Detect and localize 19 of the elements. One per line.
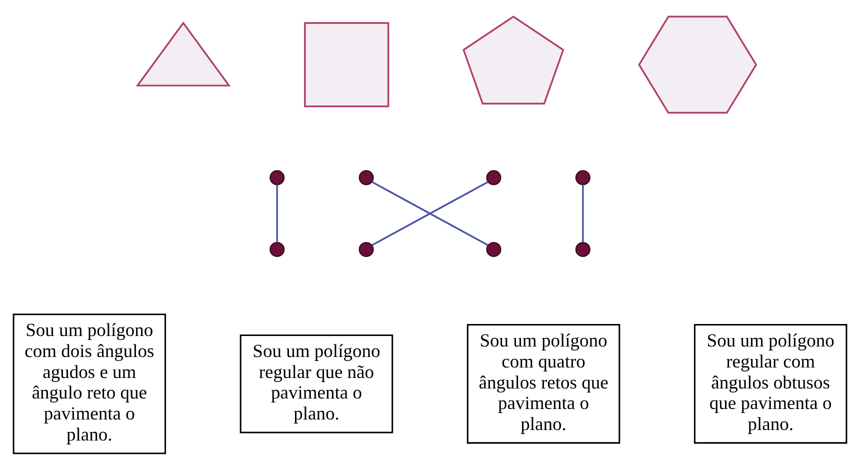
node-box: Sou um polígono com dois ângulos agudos e um ângulo reto que pavimenta o plano.: [12, 314, 166, 454]
node-hexagon: [638, 16, 758, 114]
node-circle: [575, 242, 590, 257]
node-circle: [358, 170, 374, 186]
connector: [276, 184, 278, 242]
node-square: [304, 22, 390, 108]
node-circle: [358, 242, 374, 257]
node-box: Sou um polígono regular com ângulos obtusos que pavimenta o plano.: [694, 324, 848, 444]
connector: [582, 184, 584, 242]
node-circle: [270, 242, 285, 257]
connector: [372, 181, 488, 246]
node-circle: [575, 170, 590, 186]
node-pentagon: [462, 16, 564, 104]
node-circle: [486, 242, 502, 257]
node-box: Sou um polígono regular que não pavimenta o plano.: [240, 334, 394, 434]
node-box: Sou um polígono com quatro ângulos retos que pavimenta o plano.: [466, 324, 620, 444]
node-circle: [270, 170, 285, 186]
node-triangle: [136, 22, 231, 86]
node-circle: [486, 170, 502, 186]
